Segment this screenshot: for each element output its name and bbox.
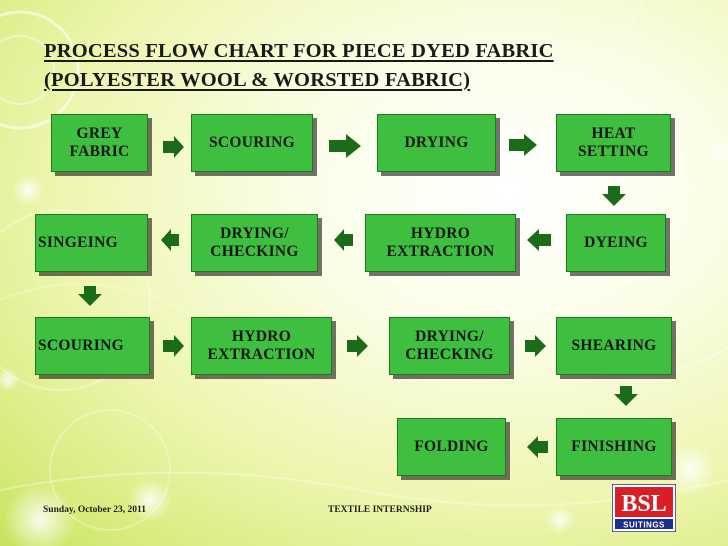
footer-date: Sunday, October 23, 2011 (43, 505, 147, 515)
logo-caption: SUITINGS (623, 521, 665, 530)
arrow-left-1 (527, 229, 551, 251)
logo-letters: BSL (621, 491, 666, 517)
arrow-down-2 (78, 286, 102, 306)
title-line-2: (POLYESTER WOOL & WORSTED FABRIC) (44, 69, 471, 91)
step-heat-setting: HEAT SETTING (556, 114, 671, 172)
title-line-1: PROCESS FLOW CHART FOR PIECE DYED FABRIC (44, 40, 554, 62)
step-scouring-1: SCOURING (191, 114, 313, 172)
step-dyeing: DYEING (566, 214, 666, 272)
arrow-down-1 (602, 186, 626, 206)
bsl-suitings-logo: BSL SUITINGS (612, 484, 676, 532)
step-singeing: SINGEING (35, 214, 148, 272)
arrow-right-1 (163, 136, 184, 158)
footer-center-text: TEXTILE INTERNSHIP (328, 505, 432, 515)
step-shearing: SHEARING (556, 317, 672, 375)
step-drying-checking-2: DRYING/ CHECKING (389, 317, 510, 375)
step-hydro-extraction-2: HYDRO EXTRACTION (191, 317, 332, 375)
arrow-right-5 (347, 335, 368, 357)
arrow-left-2 (334, 229, 353, 251)
step-drying-1: DRYING (377, 114, 496, 172)
arrow-down-3 (614, 386, 638, 406)
step-hydro-extraction-1: HYDRO EXTRACTION (365, 214, 516, 272)
step-drying-checking-1: DRYING/ CHECKING (191, 214, 318, 272)
arrow-right-2 (329, 134, 361, 158)
arrow-right-6 (525, 335, 546, 357)
arrow-right-4 (163, 335, 184, 357)
step-folding: FOLDING (397, 418, 506, 476)
step-scouring-2: SCOURING (35, 317, 150, 375)
arrow-left-4 (527, 436, 548, 458)
arrow-left-3 (161, 229, 179, 251)
step-grey-fabric: GREY FABRIC (51, 114, 148, 172)
step-finishing: FINISHING (556, 418, 672, 476)
arrow-right-3 (509, 134, 537, 156)
